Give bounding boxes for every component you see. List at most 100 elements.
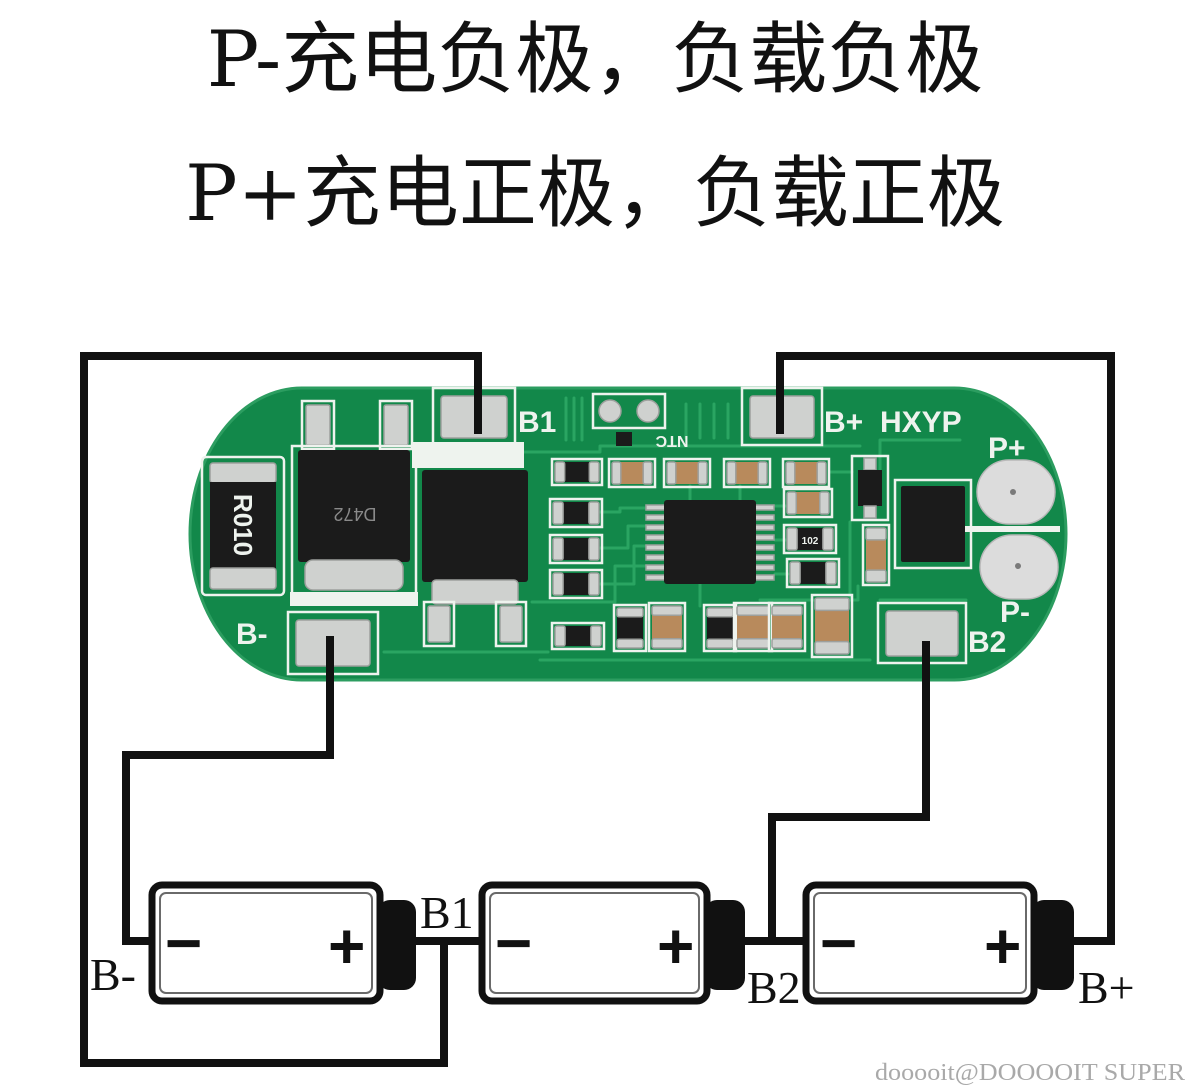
title-line-1: P-充电负极，负载负极 (207, 15, 984, 105)
battery-1-terminal (378, 900, 416, 990)
mosfet-1-body (298, 450, 410, 562)
smd-resistor (782, 523, 838, 555)
resistor-body (555, 462, 599, 482)
end-cap (726, 461, 737, 485)
silkscreen-outline (767, 601, 807, 653)
mosfet-2-silkscreen-band (412, 442, 524, 468)
resistor-body (553, 573, 599, 595)
board-brand-label: HXYP (880, 406, 962, 439)
ic-pin (645, 564, 666, 571)
copper-trace (518, 444, 862, 454)
shunt-resistor-cap-top (209, 462, 277, 484)
silkscreen-outline (548, 568, 604, 600)
battery-2-positive-sign: + (657, 910, 694, 982)
copper-trace (758, 584, 860, 602)
battery-2-negative-sign: − (495, 907, 532, 979)
ic-pin (645, 534, 666, 541)
mosfet-1-tab (304, 559, 404, 591)
smd-capacitor (732, 601, 774, 653)
smd-capacitor (810, 593, 854, 659)
resistor-code-marking: 102 (802, 536, 819, 547)
capacitor-body (815, 598, 849, 654)
b1-pad-label: B1 (518, 406, 556, 439)
wire-b2 (768, 641, 930, 945)
resistor-body (553, 538, 599, 560)
end-cap (814, 597, 850, 612)
ic-pin (645, 544, 666, 551)
mosfet-1-marking: D472 (333, 504, 376, 524)
wire-b-minus (122, 636, 334, 945)
mosfet-2-lead-outline (494, 600, 528, 648)
end-cap (819, 491, 830, 515)
smd-capacitor (782, 487, 834, 519)
battery-1: − + (148, 881, 416, 1005)
copper-trace (564, 396, 584, 442)
shunt-resistor-body (210, 482, 276, 570)
shunt-resistor-outline (200, 455, 286, 597)
capacitor-body (737, 606, 769, 648)
copper-traces (382, 396, 968, 662)
protection-ic-body (664, 500, 756, 584)
end-cap (666, 461, 677, 485)
silkscreen-outline (548, 497, 604, 529)
silkscreen-outline (662, 457, 712, 489)
mosfet-1-lead-outline (300, 399, 336, 451)
ntc-pad-2 (636, 399, 660, 423)
p-minus-label: P- (1000, 596, 1030, 629)
copper-trace (878, 438, 968, 602)
smd-capacitor (781, 457, 831, 489)
ntc-pad-outline (591, 392, 667, 430)
mosfet-1-lead-outline (378, 399, 414, 451)
mosfet-1-lead (383, 404, 409, 446)
battery-1-negative-sign: − (165, 907, 202, 979)
ic-pin (754, 524, 775, 531)
end-cap (757, 461, 768, 485)
small-ic-body (901, 486, 965, 562)
silkscreen-outline (785, 557, 841, 589)
sot23-outline (850, 454, 890, 522)
end-cap (736, 638, 770, 649)
ntc-pad-1 (598, 399, 622, 423)
end-cap (554, 625, 566, 647)
end-cap (771, 605, 803, 616)
silkscreen-outline (861, 523, 891, 587)
copper-trace (684, 402, 730, 440)
smd-capacitor (662, 457, 712, 489)
end-cap (552, 572, 564, 596)
resistor-body (553, 502, 599, 524)
silkscreen-outline (548, 533, 604, 565)
resistor-body (555, 626, 601, 646)
battery-2: − + (478, 881, 745, 1005)
sot23-body (858, 470, 882, 506)
silkscreen-outline (550, 457, 604, 487)
ic-pin (754, 504, 775, 511)
end-cap (736, 605, 770, 616)
battery-1-inner-line (159, 892, 373, 994)
smd-resistor (548, 533, 604, 565)
p-minus-pad-hole (1015, 563, 1021, 569)
shunt-resistor-marking: R010 (228, 494, 258, 556)
ic-pin (754, 554, 775, 561)
battery-1-positive-sign: + (328, 910, 365, 982)
capacitor-body (612, 462, 652, 484)
sot23-lead (863, 505, 877, 519)
node-label-b-plus: B+ (1078, 962, 1135, 1013)
end-cap (789, 561, 801, 585)
mosfet-2-lead (499, 605, 523, 643)
smd-resistor (548, 568, 604, 600)
silkscreen-outline (810, 593, 854, 659)
copper-trace (530, 564, 648, 604)
battery-3: − + (802, 881, 1074, 1005)
silkscreen-outline (550, 621, 606, 651)
smd-resistor (702, 603, 738, 653)
end-cap (822, 527, 834, 551)
silkscreen-outline (781, 457, 831, 489)
smd-resistor (785, 557, 841, 589)
capacitor-body (786, 462, 826, 484)
ic-pin (754, 534, 775, 541)
ic-pin (645, 574, 666, 581)
end-cap (814, 640, 850, 655)
ntc-diode (616, 432, 632, 446)
smd-components (548, 457, 891, 659)
